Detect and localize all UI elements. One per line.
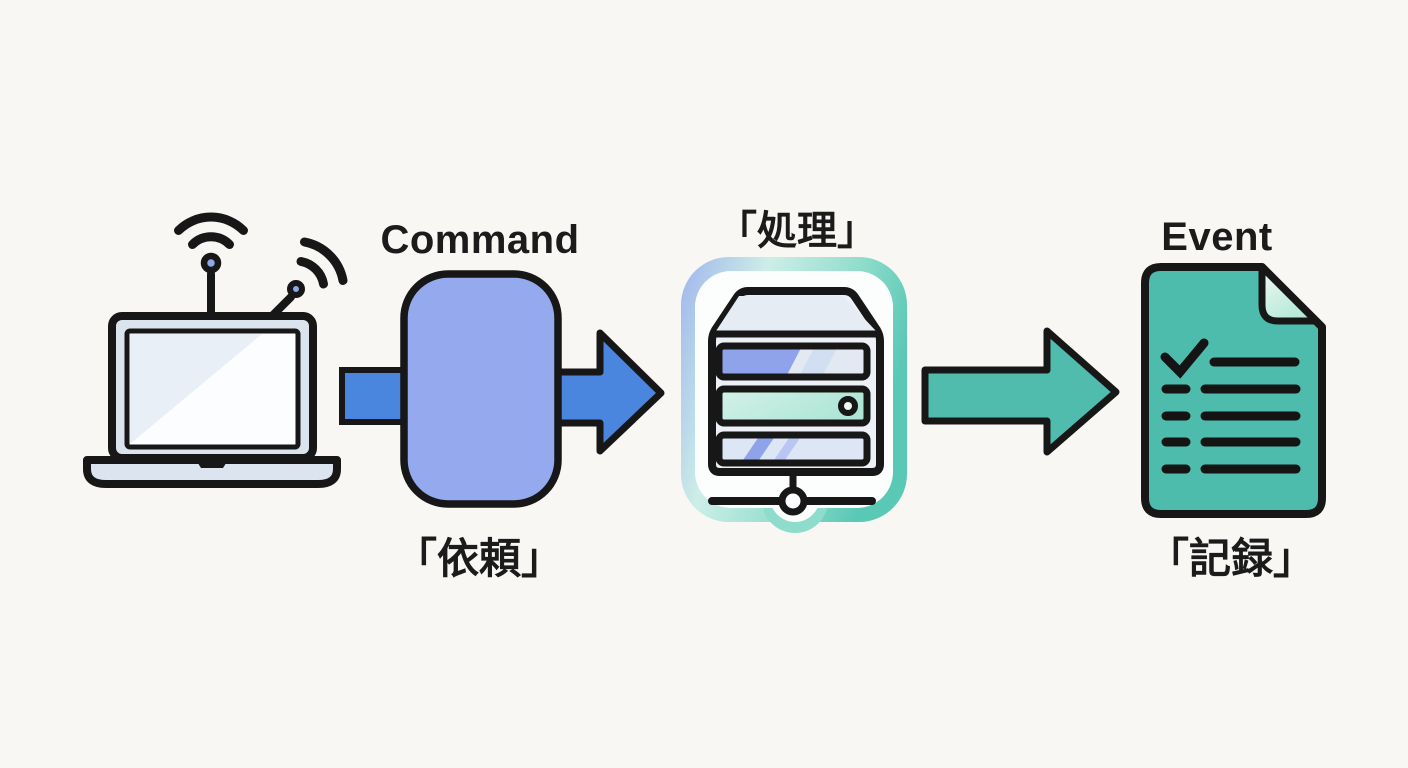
- server-network: [708, 466, 876, 516]
- event-document-icon: [1141, 263, 1326, 518]
- document-fold-corner: [1258, 263, 1320, 325]
- server-top-panel: [716, 296, 876, 331]
- antenna-dot: [287, 280, 305, 298]
- command-label: Command: [380, 218, 579, 262]
- antenna-dot: [200, 252, 222, 274]
- server-slot-3: [715, 431, 871, 467]
- event-caption: 「記録」: [1147, 535, 1315, 582]
- event-arrow: [921, 327, 1120, 456]
- wifi-antenna-left-icon: [174, 212, 248, 322]
- server-led-dot: [838, 396, 858, 416]
- event-label: Event: [1161, 215, 1272, 259]
- command-node: [339, 270, 665, 508]
- checkmark-icon: [1160, 338, 1209, 379]
- screen-reflection: [130, 334, 262, 444]
- server-slot-1: [715, 342, 871, 381]
- command-box: [400, 270, 562, 508]
- command-caption: 「依頼」: [395, 535, 563, 582]
- laptop-wifi-icon: [83, 212, 348, 488]
- server-icon: [681, 257, 907, 533]
- server-caption: 「処理」: [717, 209, 877, 253]
- network-node-dot: [778, 486, 808, 516]
- laptop-base: [83, 456, 341, 488]
- document-content-lines: [1160, 338, 1301, 474]
- server-slot-2: [715, 385, 871, 427]
- laptop-notch: [196, 460, 228, 468]
